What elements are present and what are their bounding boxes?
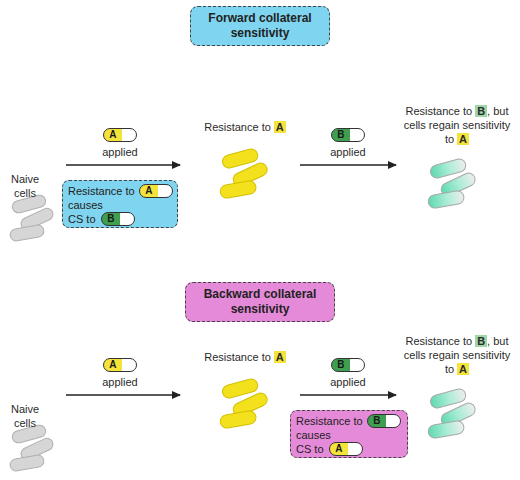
pill-letter: A xyxy=(104,359,122,370)
label-text: Naive cells xyxy=(11,403,39,429)
drug-pill: A xyxy=(329,442,363,456)
highlighted-drug: A xyxy=(274,351,286,363)
drug-pill: B xyxy=(101,212,135,226)
pill-letter: B xyxy=(368,415,386,426)
text-block: Naive cells xyxy=(5,402,45,430)
highlighted-drug: B xyxy=(475,105,487,117)
label-text: applied xyxy=(102,146,137,158)
title-box: Backward collateral sensitivity xyxy=(185,282,335,322)
highlighted-drug: A xyxy=(274,121,286,133)
drug-pill: A xyxy=(139,184,173,198)
drug-pill: A xyxy=(103,128,137,142)
arrow xyxy=(66,394,180,396)
text-block: Resistance toB, but cells regain sensiti… xyxy=(396,334,518,376)
title-box: Forward collateral sensitivity xyxy=(190,6,330,46)
text-block: applied xyxy=(95,375,145,389)
callout-text: causes xyxy=(68,198,103,212)
resensitized-cells xyxy=(427,388,477,439)
drug-pill: A xyxy=(103,358,137,372)
label-text: Resistance to xyxy=(204,121,271,133)
text-block: applied xyxy=(323,145,373,159)
callout-text: CS to xyxy=(68,212,96,226)
pill-letter: A xyxy=(140,185,158,196)
text-block: Resistance toA xyxy=(190,120,300,134)
pill-letter: B xyxy=(102,213,120,224)
callout-text: Resistance to xyxy=(296,414,363,428)
pill-letter: A xyxy=(330,443,348,454)
drug-pill: B xyxy=(331,128,365,142)
highlighted-drug: A xyxy=(457,363,469,375)
pill-letter: B xyxy=(332,359,350,370)
label-text: applied xyxy=(102,376,137,388)
highlighted-drug: B xyxy=(475,335,487,347)
label-text: Resistance to xyxy=(405,335,472,347)
resistant-cells xyxy=(219,148,269,199)
text-block: Resistance toA xyxy=(190,350,300,364)
drug-pill: B xyxy=(331,358,365,372)
highlighted-drug: A xyxy=(457,133,469,145)
callout-text: CS to xyxy=(296,442,324,456)
callout-box: Resistance tocausesCS to B A xyxy=(290,410,408,458)
text-block: Naive cells xyxy=(5,172,45,200)
text-block: Resistance toB, but cells regain sensiti… xyxy=(396,104,518,146)
label-text: applied xyxy=(330,146,365,158)
label-text: applied xyxy=(330,376,365,388)
drug-pill: B xyxy=(367,414,401,428)
callout-text: causes xyxy=(296,428,331,442)
callout-text: Resistance to xyxy=(68,184,135,198)
title-text: Forward collateral sensitivity xyxy=(201,11,319,41)
arrow xyxy=(300,164,396,166)
text-block: applied xyxy=(95,145,145,159)
text-block: applied xyxy=(323,375,373,389)
resensitized-cells xyxy=(427,158,477,209)
naive-cells xyxy=(9,424,55,472)
arrow xyxy=(300,394,396,396)
naive-cells xyxy=(9,194,55,242)
label-text: Resistance to xyxy=(204,351,271,363)
pill-letter: A xyxy=(104,129,122,140)
arrow xyxy=(66,164,180,166)
pill-letter: B xyxy=(332,129,350,140)
callout-box: Resistance tocausesCS to A B xyxy=(62,180,178,228)
label-text: Resistance to xyxy=(405,105,472,117)
resistant-cells xyxy=(219,378,269,429)
title-text: Backward collateral sensitivity xyxy=(196,287,324,317)
label-text: Naive cells xyxy=(11,173,39,199)
